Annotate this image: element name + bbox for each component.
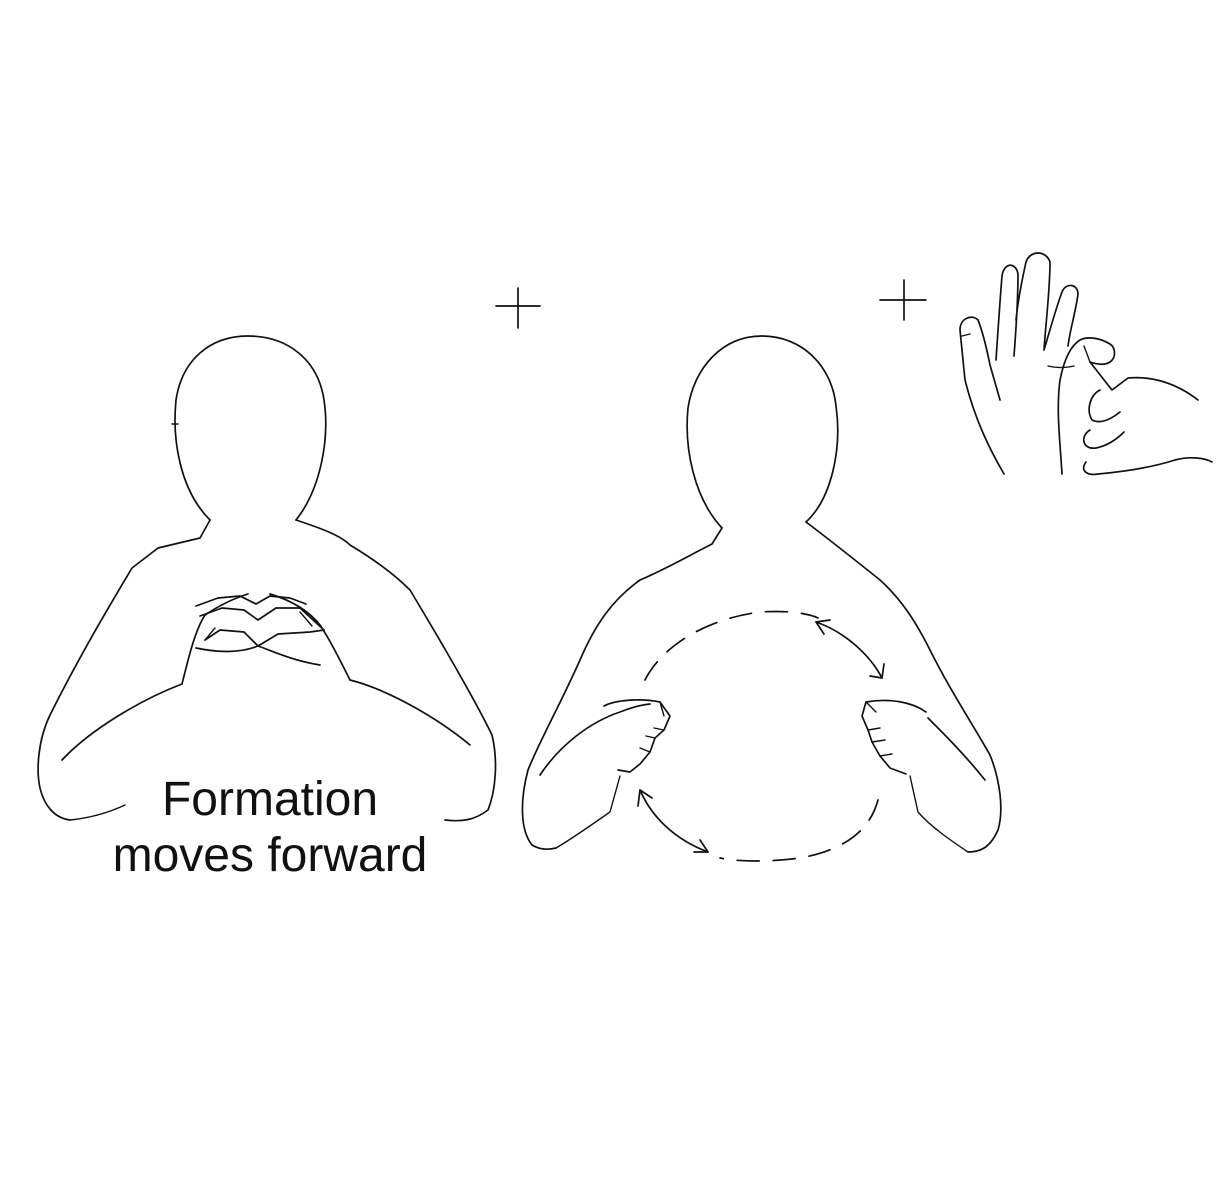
pinching-hand <box>1057 337 1213 476</box>
plus-sign-icon <box>495 287 541 329</box>
hand-icon <box>959 252 1213 476</box>
figure-left-head <box>174 335 327 521</box>
double-headed-arrow-icon <box>637 789 709 853</box>
figure-left-hands <box>181 593 351 685</box>
movement-caption: Formation moves forward <box>60 772 480 884</box>
figure-left <box>37 335 497 822</box>
figure-left-torso <box>37 519 211 821</box>
figure-middle-torso-r <box>805 521 1002 853</box>
caption-line-1: Formation <box>161 773 379 826</box>
figure-middle-inner-arm-r <box>927 717 986 781</box>
figure-middle-torso-l <box>521 527 723 851</box>
plus-sign-icon <box>879 279 927 321</box>
figure-middle-inner-arm-l <box>539 703 651 776</box>
figure-middle-head <box>686 335 839 529</box>
figure-middle-forearm-r <box>909 775 969 853</box>
figure-middle-forearm-l <box>555 775 621 849</box>
caption-line-2: moves forward <box>112 829 428 882</box>
figure-left-right-shoulder <box>295 519 497 822</box>
figure-middle-fist-left <box>603 699 671 773</box>
movement-path <box>644 610 879 862</box>
figure-left-inner-arm-r <box>349 679 471 746</box>
double-headed-arrow-icon <box>815 619 885 679</box>
figure-left-inner-arm-l <box>61 683 183 761</box>
figure-middle <box>521 335 1002 862</box>
figure-left-elbow-l <box>69 804 126 821</box>
open-hand <box>959 252 1079 475</box>
figure-middle-fist-right <box>861 699 927 775</box>
